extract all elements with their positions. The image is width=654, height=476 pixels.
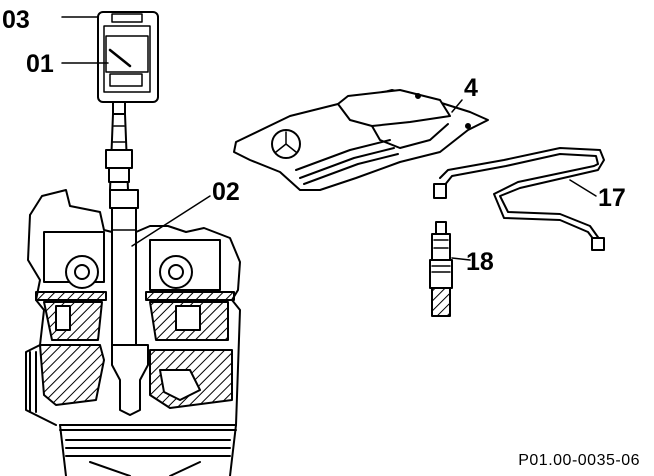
injection-line [433, 147, 605, 251]
callout-4: 4 [464, 74, 478, 102]
leader-lines [61, 16, 597, 261]
leader-4 [451, 99, 463, 113]
callout-18: 18 [466, 248, 494, 276]
injection-nozzle [429, 221, 453, 317]
callout-17: 17 [598, 184, 626, 212]
piston [59, 424, 237, 476]
leader-02 [131, 195, 211, 247]
callout-01: 01 [26, 50, 54, 78]
callout-03: 03 [2, 6, 30, 34]
engine-cover [233, 89, 489, 191]
cylinder-head-section [25, 189, 241, 426]
compression-tester-gauge [97, 11, 159, 115]
figure-reference: P01.00-0035-06 [518, 452, 640, 469]
callout-02: 02 [212, 178, 240, 206]
leader-18 [451, 257, 471, 261]
adapter-hose [105, 113, 139, 346]
leader-17 [569, 179, 597, 197]
